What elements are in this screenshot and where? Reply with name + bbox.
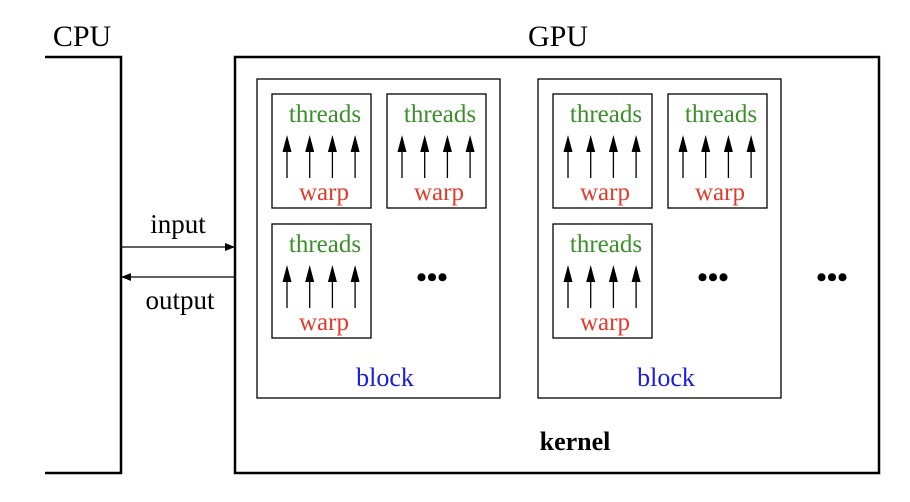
thread-arrowhead (282, 135, 292, 152)
output-label: output (145, 285, 215, 315)
thread-arrowhead (465, 135, 475, 152)
thread-arrowhead (282, 265, 292, 282)
warp-box (271, 223, 372, 339)
thread-arrowhead (701, 135, 711, 152)
kernel-label: kernel (540, 427, 611, 456)
thread-arrowhead (608, 265, 618, 282)
thread-arrowhead (350, 135, 360, 152)
thread-arrowhead (723, 135, 733, 152)
threads-label: threads (289, 101, 361, 128)
warp-box (386, 93, 487, 209)
block-box (537, 78, 782, 399)
thread-arrowhead (586, 135, 596, 152)
gpu-ellipsis: ••• (816, 261, 848, 294)
block-ellipsis: ••• (416, 261, 448, 294)
warp-label: warp (580, 179, 630, 206)
thread-arrowhead (327, 265, 337, 282)
threads-label: threads (570, 231, 642, 258)
thread-arrowhead (586, 265, 596, 282)
thread-arrowhead (631, 265, 641, 282)
warp-label: warp (299, 309, 349, 336)
thread-arrowhead (563, 265, 573, 282)
warp-box (667, 93, 768, 209)
thread-arrowhead (678, 135, 688, 152)
warp-box (552, 223, 653, 339)
block-label: block (356, 363, 414, 392)
warp-label: warp (695, 179, 745, 206)
warp-box (552, 93, 653, 209)
thread-arrowhead (327, 135, 337, 152)
threads-label: threads (685, 101, 757, 128)
thread-arrowhead (397, 135, 407, 152)
gpu-title: GPU (528, 20, 588, 53)
block-ellipsis: ••• (697, 261, 729, 294)
warp-label: warp (580, 309, 630, 336)
thread-arrowhead (563, 135, 573, 152)
thread-arrowhead (746, 135, 756, 152)
thread-arrowhead (305, 265, 315, 282)
cpu-box (45, 55, 123, 475)
gpu-box (233, 55, 881, 475)
thread-arrowhead (305, 135, 315, 152)
threads-label: threads (289, 231, 361, 258)
thread-arrowhead (608, 135, 618, 152)
thread-arrowhead (442, 135, 452, 152)
threads-label: threads (570, 101, 642, 128)
warp-label: warp (414, 179, 464, 206)
thread-arrowhead (420, 135, 430, 152)
input-label: input (150, 209, 206, 239)
thread-arrowhead (350, 265, 360, 282)
cpu-title: CPU (53, 20, 112, 53)
block-label: block (637, 363, 695, 392)
thread-arrowhead (631, 135, 641, 152)
warp-label: warp (299, 179, 349, 206)
block-box (256, 78, 501, 399)
threads-label: threads (404, 101, 476, 128)
warp-box (271, 93, 372, 209)
